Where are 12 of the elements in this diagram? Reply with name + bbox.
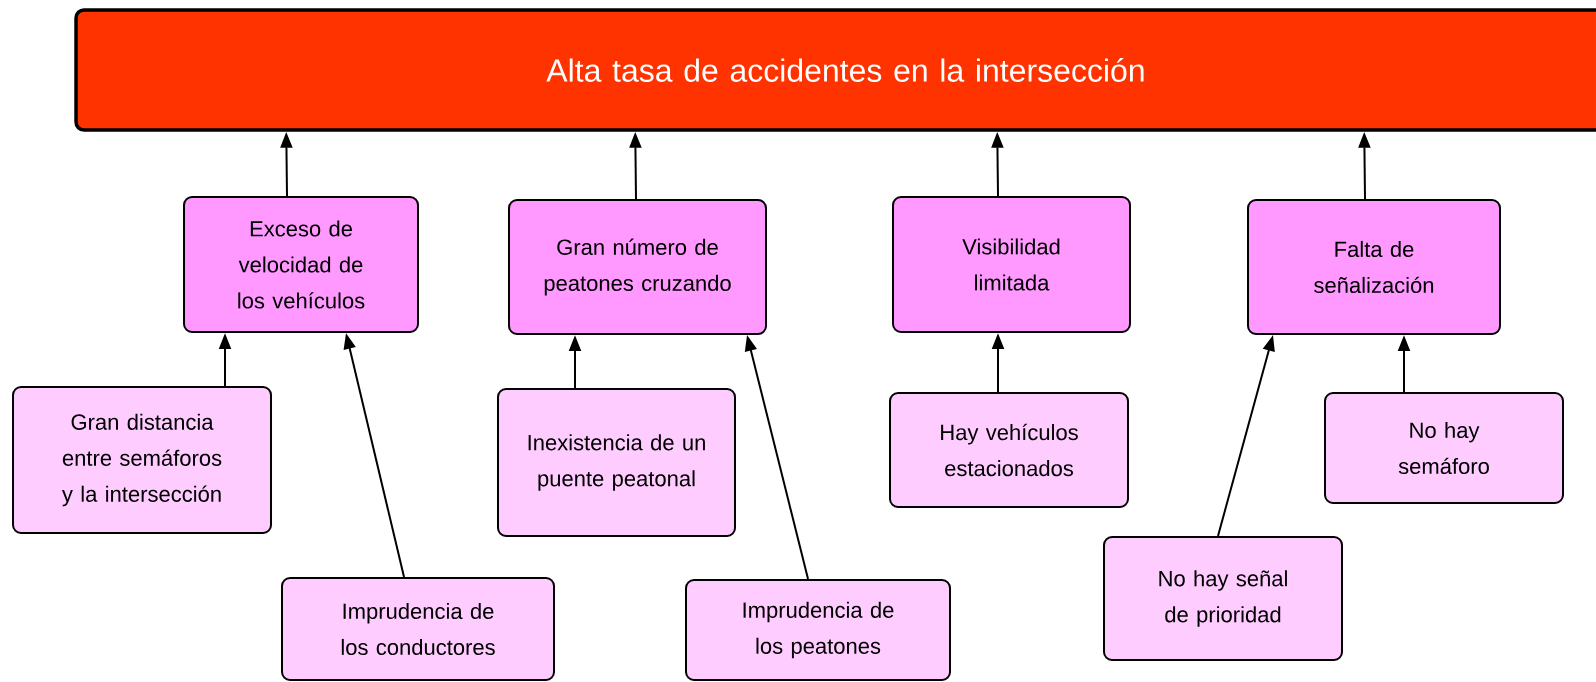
cause-box: Falta de señalización (1247, 199, 1501, 335)
cause-box: Gran número de peatones cruzando (508, 199, 767, 335)
subcause-box: No hay semáforo (1324, 392, 1564, 504)
subcause-box: Hay vehículos estacionados (889, 392, 1129, 508)
subcause-box: Gran distancia entre semáforos y la intersección (12, 386, 272, 534)
subcause-box: Imprudencia de los peatones (685, 579, 951, 681)
subcause-box: Inexistencia de un puente peatonal (497, 388, 736, 537)
subcause-box: No hay señal de prioridad (1103, 536, 1343, 661)
cause-box: Exceso de velocidad de los vehículos (183, 196, 419, 333)
cause-box: Visibilidad limitada (892, 196, 1131, 333)
subcause-box: Imprudencia de los conductores (281, 577, 555, 681)
problem-box: Alta tasa de accidentes en la intersección (74, 8, 1596, 132)
